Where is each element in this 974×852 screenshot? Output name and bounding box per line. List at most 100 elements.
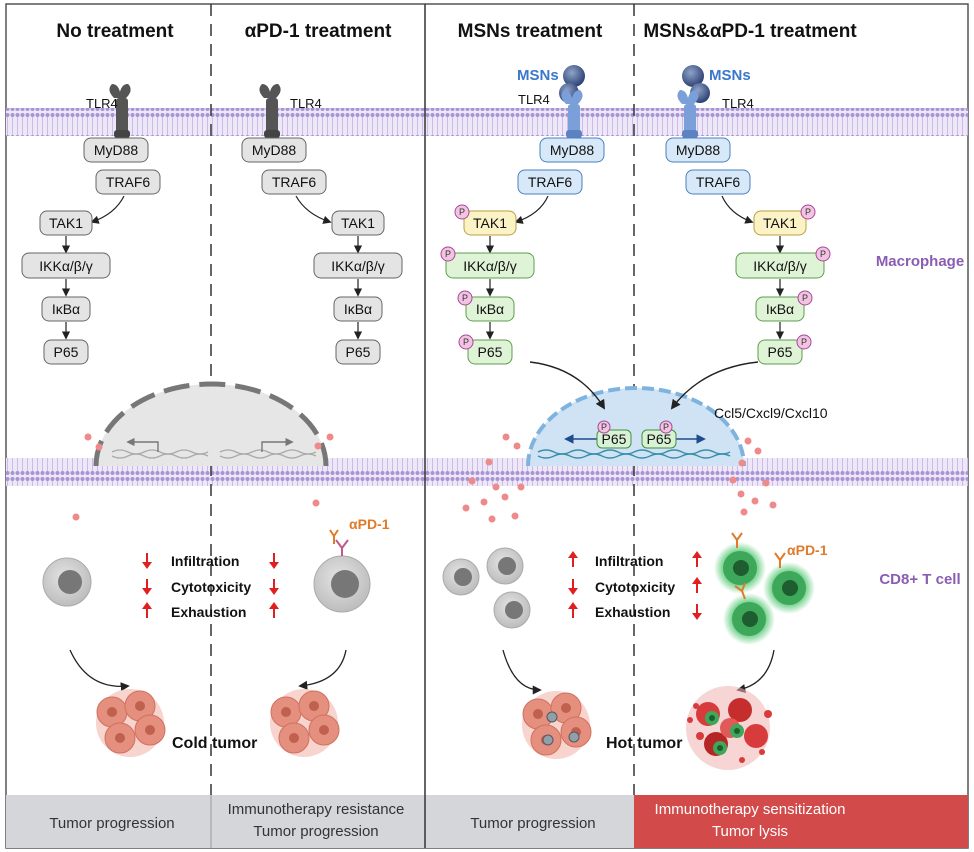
cold-tumor-icon: [96, 689, 166, 757]
t-cell-icon: [313, 539, 371, 613]
phospho-label: P: [802, 293, 808, 303]
gene-label: Ccl5/Cxcl9/Cxcl10: [714, 405, 828, 421]
phospho-icon: [797, 290, 813, 306]
tak1-box-3: [463, 210, 517, 236]
arrow-up-icon: [142, 602, 152, 618]
antibody-icon: [329, 529, 339, 544]
traf6-label-1: TRAF6: [106, 174, 151, 190]
effect-label-infiltration: Infiltration: [171, 553, 239, 569]
phospho-label: P: [801, 337, 807, 347]
arrow-down-icon: [142, 553, 152, 569]
ikk-label-2: IKKα/β/γ: [331, 258, 385, 274]
ikk-box-4: [735, 252, 825, 279]
msn-particle-icon: [563, 65, 585, 87]
ikb-box-1: [41, 296, 91, 322]
p65-nuclear-box-2: [641, 429, 677, 449]
footer-text-3: Tumor progression: [470, 815, 595, 832]
p65-label-3: P65: [478, 344, 503, 360]
ikk-box-3: [445, 252, 535, 279]
arrow-up-icon: [269, 602, 279, 618]
hot-tumor-icon: [686, 686, 772, 770]
arrow-down-icon: [269, 553, 279, 569]
effect-label-cytotoxicity: Cytotoxicity: [595, 579, 675, 595]
tlr4-receptor-icon: [259, 84, 281, 138]
phospho-icon: [659, 420, 673, 434]
phospho-icon: [458, 334, 474, 350]
cold-tumor-label: Cold tumor: [172, 735, 257, 752]
ikb-label-3: IκBα: [476, 301, 504, 317]
msn-particle-icon: [682, 65, 704, 87]
panel-msns-apd1-treatment: MSNs TLR4 MyD88 TRAF6 TAK1 P IKKα/β/γ P …: [665, 65, 831, 410]
myd88-label-2: MyD88: [252, 142, 297, 158]
tak1-box-4: [753, 210, 807, 236]
tumor-infiltrated-icon: [522, 691, 592, 759]
ikb-label-1: IκBα: [52, 301, 80, 317]
side-label-cd8: CD8+ T cell: [879, 571, 960, 588]
ikk-label-3: IKKα/β/γ: [463, 258, 517, 274]
msns-label-3: MSNs: [517, 67, 559, 84]
traf6-label-3: TRAF6: [528, 174, 573, 190]
traf6-box-3: [517, 169, 583, 195]
hot-tumor-label: Hot tumor: [606, 735, 682, 752]
chemokine-dots: [72, 433, 777, 523]
arrow-up-icon: [568, 602, 578, 618]
panel-msns-treatment: MSNs TLR4 MyD88 TRAF6 TAK1 P IKKα/β/γ P …: [440, 65, 606, 410]
phospho-label: P: [820, 249, 826, 259]
p65-box-3: [467, 339, 513, 365]
effect-label-exhaustion: Exhaustion: [171, 604, 246, 620]
phospho-label: P: [805, 207, 811, 217]
activated-t-cell-icon: [714, 532, 815, 645]
footer-row: Tumor progression Immunotherapy resistan…: [6, 795, 968, 848]
phospho-label: P: [463, 337, 469, 347]
panel-title-1: No treatment: [56, 21, 174, 42]
side-label-macrophage: Macrophage: [876, 253, 964, 270]
phospho-icon: [815, 246, 831, 262]
ikk-label-4: IKKα/β/γ: [753, 258, 807, 274]
p65-label-4: P65: [768, 344, 793, 360]
panel-title-2: αPD-1 treatment: [245, 21, 392, 42]
footer-text-1: Tumor progression: [49, 815, 174, 832]
phospho-label: P: [459, 207, 465, 217]
myd88-label-1: MyD88: [94, 142, 139, 158]
phospho-label: P: [462, 293, 468, 303]
myd88-box-2: [241, 137, 307, 163]
apd1-label-4: αPD-1: [787, 542, 828, 558]
traf6-box-4: [685, 169, 751, 195]
ikb-box-3: [465, 296, 515, 322]
phospho-icon: [457, 290, 473, 306]
footer-text-4a: Immunotherapy sensitization: [655, 801, 846, 818]
panel-apd1-treatment: TLR4 MyD88 TRAF6 TAK1 IKKα/β/γ IκBα P65: [241, 84, 403, 365]
t-cell-icon: [42, 557, 92, 607]
p65-box-1: [43, 339, 89, 365]
arrow-down-icon: [142, 579, 152, 595]
arrow-up-icon: [692, 577, 702, 593]
ikk-box-1: [21, 252, 111, 279]
tak1-label-1: TAK1: [49, 215, 83, 231]
effect-label-exhaustion: Exhaustion: [595, 604, 670, 620]
myd88-box-3: [539, 137, 605, 163]
tlr4-receptor-icon: [561, 90, 583, 138]
traf6-label-2: TRAF6: [272, 174, 317, 190]
footer-cell-1: [6, 795, 211, 848]
footer-cell-4: [634, 795, 968, 848]
effects-right: Infiltration Cytotoxicity Exhaustion: [568, 551, 702, 620]
arrow-down-icon: [568, 579, 578, 595]
arrow-down-icon: [692, 604, 702, 620]
footer-cell-3: [425, 795, 634, 848]
tlr4-label-3: TLR4: [518, 92, 550, 107]
p65-box-2: [335, 339, 381, 365]
tlr4-label-1: TLR4: [86, 96, 118, 111]
apd1-label-2: αPD-1: [349, 516, 390, 532]
ikk-box-2: [313, 252, 403, 279]
arrow-up-icon: [692, 551, 702, 567]
phospho-icon: [454, 204, 470, 220]
arrow-down-icon: [269, 579, 279, 595]
p65-nuclear-label-2: P65: [647, 431, 672, 447]
myd88-label-4: MyD88: [676, 142, 721, 158]
phospho-label: P: [663, 422, 669, 432]
panel-title-4: MSNs&αPD-1 treatment: [643, 21, 857, 42]
p65-nuclear-box-1: [596, 429, 632, 449]
phospho-icon: [796, 334, 812, 350]
p65-label-1: P65: [54, 344, 79, 360]
